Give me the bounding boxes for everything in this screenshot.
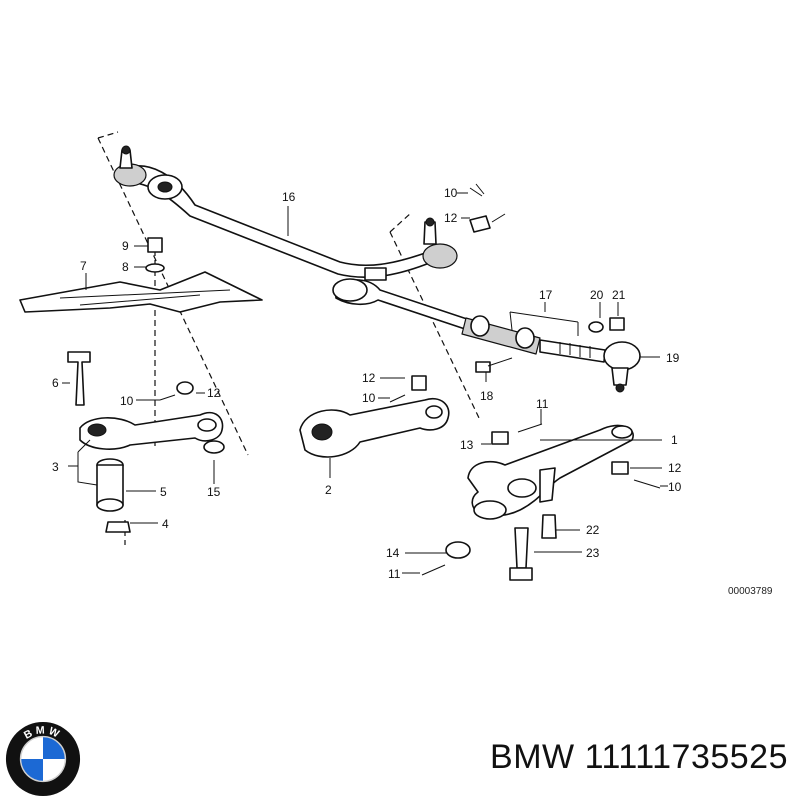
logo-lettering: BMW: [22, 724, 64, 741]
callout-1: 1: [671, 433, 678, 447]
pitman-arm: [299, 375, 450, 458]
callout-13: 13: [460, 438, 474, 452]
callout-12-top: 12: [444, 211, 458, 225]
callout-6: 6: [52, 376, 59, 390]
brand-name: BMW: [490, 738, 575, 776]
callout-11-upper: 11: [536, 397, 549, 411]
callout-21: 21: [612, 288, 626, 302]
callout-2: 2: [325, 483, 332, 497]
callout-22: 22: [586, 523, 600, 537]
callout-12-idler: 12: [207, 386, 221, 400]
callout-23: 23: [586, 546, 600, 560]
callout-10-idler: 10: [120, 394, 134, 408]
callout-9: 9: [122, 239, 129, 253]
callout-3: 3: [52, 460, 59, 474]
part-number: 11111735525: [584, 738, 788, 776]
center-tie-rod: [113, 145, 458, 279]
top-fasteners: [469, 183, 625, 445]
mounting-plate: [19, 271, 263, 313]
callout-18: 18: [480, 389, 494, 403]
part-number-label: BMW 11111735525: [490, 738, 788, 777]
logo-quadrant-top-right: [43, 736, 66, 759]
diagram-reference-code: 00003789: [728, 586, 773, 597]
idler-arm: [67, 351, 225, 533]
callout-15: 15: [207, 485, 221, 499]
callout-7: 7: [80, 259, 87, 273]
callout-10-steering: 10: [668, 480, 682, 494]
callout-12-pitman: 12: [362, 371, 376, 385]
steering-arm: [421, 424, 661, 581]
callout-4: 4: [162, 517, 169, 531]
callout-11-lower: 11: [388, 567, 401, 581]
callout-20: 20: [590, 288, 604, 302]
plate-bolt: [145, 237, 165, 273]
outer-tie-rod: [332, 267, 641, 393]
callout-14: 14: [386, 546, 400, 560]
callout-17: 17: [539, 288, 553, 302]
callout-labels: 1 2 3 4 5 6 7 8 9 10 10 10 10 11 11 12 1…: [52, 186, 773, 597]
callout-19: 19: [666, 351, 680, 365]
leader-lines: [62, 192, 668, 574]
callout-5: 5: [160, 485, 167, 499]
bmw-logo: BMW: [5, 721, 81, 797]
callout-12-steering: 12: [668, 461, 682, 475]
callout-16: 16: [282, 190, 296, 204]
callout-10-pitman: 10: [362, 391, 376, 405]
callout-8: 8: [122, 260, 129, 274]
callout-10-top: 10: [444, 186, 458, 200]
logo-quadrant-bottom-left: [20, 759, 43, 782]
